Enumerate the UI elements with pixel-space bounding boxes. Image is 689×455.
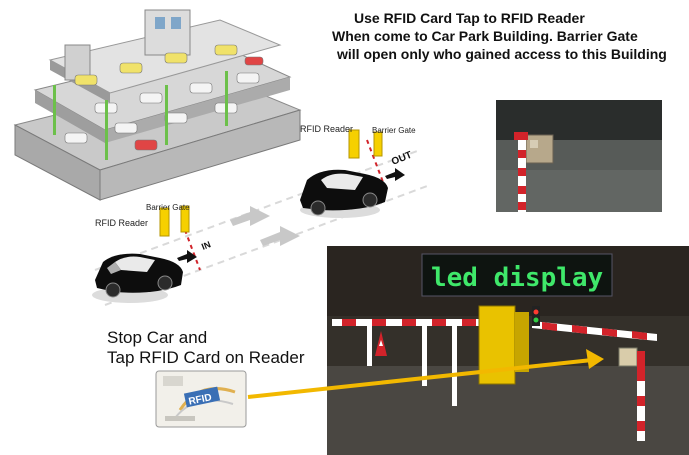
rfid-card-logo: RFID	[188, 392, 213, 408]
description-line-2: When come to Car Park Building. Barrier …	[332, 28, 638, 44]
car-park-building-illustration	[13, 9, 302, 201]
led-barrier-photo: led display	[327, 246, 689, 455]
in-lane-label: IN	[200, 239, 212, 252]
rfid-reader-label-left: RFID Reader	[95, 218, 149, 228]
car-exit-icon	[300, 169, 388, 218]
car-entry-icon	[92, 253, 183, 303]
rfid-reader-label-top: RFID Reader	[300, 124, 354, 134]
instruction-line-1: Stop Car and	[107, 328, 208, 347]
barrier-gate-label-left: Barrier Gate	[146, 203, 190, 212]
instruction-line-2: Tap RFID Card on Reader	[107, 348, 305, 367]
description-line-3: will open only who gained access to this…	[337, 46, 667, 62]
rfid-card-icon: RFID	[155, 370, 247, 428]
led-display-text: led display	[431, 263, 603, 293]
description-line-1: Use RFID Card Tap to RFID Reader	[354, 10, 585, 26]
barrier-gate-label-top: Barrier Gate	[372, 126, 416, 135]
barrier-gate-photo	[496, 100, 662, 212]
out-lane-label: OUT	[390, 150, 414, 168]
entry-exit-lane-diagram: OUT IN	[92, 129, 431, 306]
